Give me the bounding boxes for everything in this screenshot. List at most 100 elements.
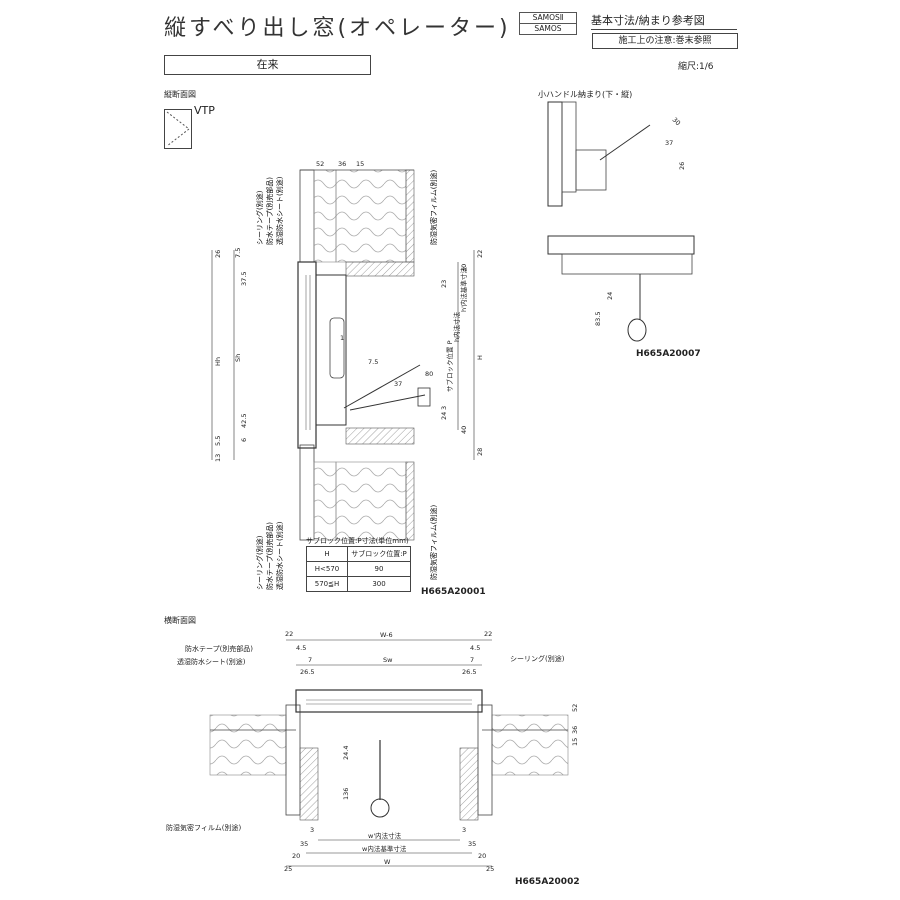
detail-sash-upper (561, 101, 577, 193)
sash-cell-h-1: H<570 (306, 561, 348, 577)
vs-dim-left-5: 6 (240, 438, 248, 442)
upper-stud (299, 169, 315, 263)
vs-dim-right-1: 22 (476, 250, 484, 258)
left-insulation (209, 714, 287, 776)
operator-arm (343, 364, 421, 409)
operator-housing (329, 317, 345, 379)
hs-label-sealing: シーリング(別途) (510, 655, 565, 663)
vs-label-film-bottom: 防湿気密フィルム(別途) (429, 505, 438, 580)
hs-dim-right-3: 36 (571, 726, 579, 734)
hs-dim-inner-4: 3 (462, 826, 466, 834)
page-title: 縦すべり出し窓(オペレーター) (164, 16, 511, 41)
vs-dim-inner-2: 80 (425, 370, 433, 378)
vs-dim-right-4: 3 (440, 406, 448, 410)
hs-dim-right-2: 15 (571, 738, 579, 746)
horizontal-section-code: H665A20002 (515, 877, 580, 887)
vs-label-sash-pos: サブロック位置 P (445, 340, 454, 392)
hs-dim-inner-2: 136 (342, 788, 350, 800)
vs-label-sheet-bottom: 透湿防水シート(別途) (275, 521, 284, 590)
vs-dim-inner-3: 37 (394, 380, 402, 388)
vs-label-film-top: 防湿気密フィルム(別途) (429, 170, 438, 245)
vs-label-h-inner: h内法寸法 (452, 311, 461, 342)
hs-label-w: W (384, 858, 391, 866)
table-row: H<570 90 (306, 561, 411, 577)
sash-th-h: H (306, 546, 348, 562)
detail-arm-upper (599, 124, 651, 161)
vs-label-h-std: h'内法基準寸法 (459, 267, 468, 312)
vs-dim-left-6: 5.5 (214, 436, 222, 446)
vs-dim-inner-1: 7.5 (368, 358, 378, 366)
handle-detail-drawing (547, 101, 695, 342)
vertical-section-code: H665A20001 (421, 587, 486, 597)
vertical-section-title: 縦断面図 (164, 90, 196, 99)
detail-frame-lower (547, 235, 695, 255)
vtp-symbol (164, 109, 192, 149)
vs-dim-left-7: 13 (214, 454, 222, 462)
vtp-symbol-icon (166, 111, 190, 147)
sash-table-caption: サブロック位置:P寸法(単位mm) (306, 537, 409, 545)
hs-label-sheet: 透湿防水シート(別途) (177, 658, 246, 666)
badge-line2: SAMOS (520, 23, 576, 34)
hd-dim-1: 30 (671, 116, 683, 128)
vs-dim-left-3: 37.5 (240, 272, 248, 286)
lower-board (405, 461, 415, 541)
hs-dim-bottom-1: 35 (300, 840, 308, 848)
hs-dim-top-4: 26.5 (300, 668, 314, 676)
vs-label-sh: Sh (234, 354, 242, 362)
sill-casing (345, 427, 415, 445)
hs-label-film: 防湿気密フィルム(別途) (166, 824, 242, 832)
lower-insulation-a (313, 461, 337, 541)
construction-note: 施工上の注意:巻末参照 (592, 33, 738, 49)
vs-label-sealing-bottom: シーリング(別途) (255, 535, 264, 590)
vs-dim-top-2: 36 (338, 160, 346, 168)
sash-th-pos: サブロック位置:P (347, 546, 411, 562)
hs-label-sw: Sw (383, 656, 393, 664)
upper-board (405, 169, 415, 263)
horizontal-section-drawing (209, 639, 569, 867)
operator-handle (417, 387, 431, 407)
head-casing (345, 261, 415, 277)
vs-dim-inner-4: 1 (340, 334, 344, 342)
hs-dim-top-8: 22 (484, 630, 492, 638)
scale-label: 縮尺:1/6 (678, 62, 714, 72)
right-insulation (491, 714, 569, 776)
vs-dim-left-4: 42.5 (240, 414, 248, 428)
frame-outer (297, 261, 317, 449)
hd-dim-5: 83.5 (594, 312, 602, 326)
hs-dim-inner-1: 24.4 (342, 746, 350, 760)
sash-cell-p-1: 90 (347, 561, 411, 577)
sash-cell-p-2: 300 (347, 576, 411, 592)
upper-insulation-b (335, 169, 407, 263)
vs-dim-right-2: 30 (460, 264, 468, 272)
handle-knob-horizontal (370, 798, 390, 818)
frame-inner (315, 274, 347, 426)
vs-dim-top-1: 52 (316, 160, 324, 168)
vertical-section-drawing (211, 169, 475, 541)
hs-dim-bottom-2: 20 (292, 852, 300, 860)
left-casing (299, 747, 319, 821)
detail-frame-upper (547, 101, 563, 207)
vs-label-sealing-top: シーリング(別途) (255, 190, 264, 245)
hs-label-tape: 防水テープ(別売部品) (185, 645, 254, 653)
vs-dim-top-3: 15 (356, 160, 364, 168)
sash-table-header: H サブロック位置:P (306, 546, 411, 562)
hs-dim-bottom-4: 20 (478, 852, 486, 860)
vs-label-H: H (476, 355, 484, 360)
horizontal-section-title: 横断面図 (164, 616, 196, 625)
sash-cell-h-2: 570≦H (306, 576, 348, 592)
hd-dim-3: 26 (678, 162, 686, 170)
header-divider (591, 29, 737, 30)
vs-dim-left-2: 7.5 (234, 248, 242, 258)
right-casing (459, 747, 479, 821)
hs-dim-right-1: 52 (571, 704, 579, 712)
hs-dim-top-5: 4.5 (470, 644, 480, 652)
handle-detail-code: H665A20007 (636, 349, 701, 359)
upper-insulation-a (313, 169, 337, 263)
drawing-kind-label: 基本寸法/納まり参考図 (591, 14, 705, 27)
operator-arm-2 (349, 394, 426, 411)
hs-label-w-inner: w'内法寸法 (368, 831, 402, 840)
hd-dim-2: 37 (665, 139, 673, 147)
left-stud (285, 704, 301, 816)
series-badge: SAMOSⅡ SAMOS (519, 12, 577, 35)
